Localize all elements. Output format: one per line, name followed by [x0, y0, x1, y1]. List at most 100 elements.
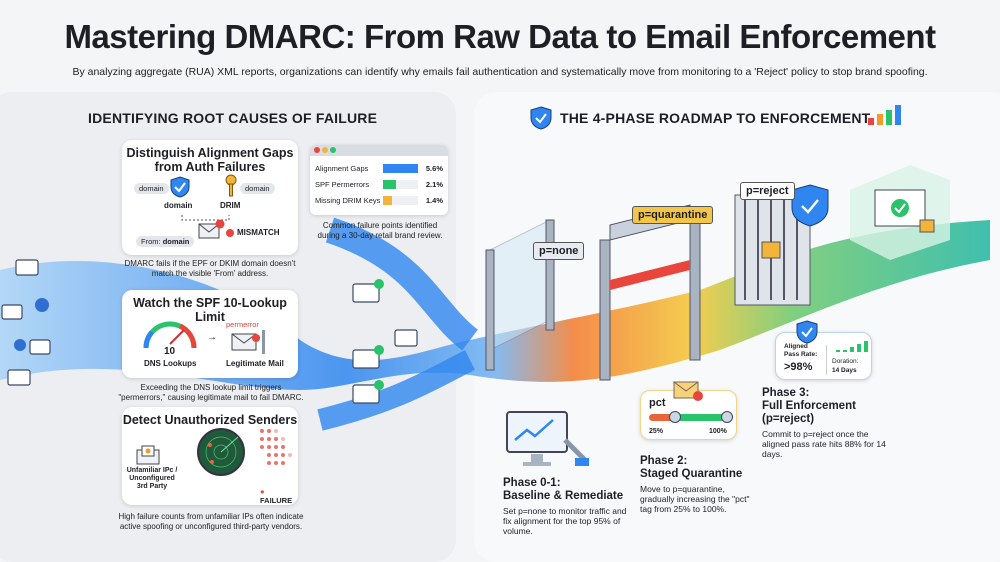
dkim-label: DRIM	[220, 201, 241, 210]
phase-description: Move to p=quarantine, gradually increasi…	[640, 484, 750, 514]
from-address-pill: From: domain	[136, 236, 195, 247]
phase-title: Phase 3:	[762, 387, 810, 399]
pct-handle-min	[669, 411, 681, 423]
signal-bars-icon	[836, 341, 868, 352]
maximize-dot-icon	[330, 147, 336, 153]
spf-lookup-card: Watch the SPF 10-Lookup Limit 10 DNS Loo…	[122, 290, 298, 378]
domain-pill: domain	[240, 183, 275, 194]
p-reject-gate	[734, 184, 829, 306]
phase-subtitle: Baseline & Remediate	[503, 490, 624, 502]
bar-value: 1.4%	[425, 195, 443, 205]
bar-track	[383, 163, 418, 173]
minimize-dot-icon	[322, 147, 328, 153]
card1-caption: DMARC fails if the EPF or DKIM domain do…	[124, 259, 296, 278]
phase-title: Phase 2:	[640, 455, 688, 467]
key-icon	[225, 174, 237, 197]
domain-pill: domain	[134, 183, 169, 194]
mail-label: Legitimate Mail	[226, 359, 284, 368]
phase-3: Phase 3: Full Enforcement (p=reject) Com…	[762, 387, 892, 459]
failure-dot-icon: ●	[260, 487, 265, 496]
phase-subtitle: Staged Quarantine	[640, 468, 743, 480]
bar-value: 5.6%	[425, 163, 443, 173]
left-heading: IDENTIFYING ROOT CAUSES OF FAILURE	[88, 110, 378, 126]
chart-row: SPF Permerrors 2.1%	[315, 176, 443, 192]
divider	[826, 345, 827, 375]
bar-label: Alignment Gaps	[315, 163, 369, 173]
card-title: Detect Unauthorized Senders	[122, 413, 298, 427]
p-quarantine-sign: p=quarantine	[632, 206, 714, 224]
phase-description: Commit to p=reject once the aligned pass…	[762, 429, 886, 459]
p-reject-sign: p=reject	[740, 182, 795, 200]
sender-envelope-icon	[136, 445, 160, 465]
failed-mail-icon	[231, 330, 265, 354]
bar	[383, 179, 397, 189]
permerror-label: permerror	[226, 320, 259, 329]
gauge-icon	[143, 321, 197, 349]
pct-label: pct	[649, 397, 666, 409]
secure-inbox-icon	[850, 165, 950, 260]
mismatch-label: MISMATCH	[237, 228, 280, 237]
phase-description: Set p=none to monitor traffic and fix al…	[503, 506, 627, 536]
pass-rate-value: >98%	[784, 361, 813, 373]
failure-text: FAILURE	[260, 496, 293, 505]
pct-max: 100%	[709, 428, 727, 435]
chart-caption: Common failure points identified during …	[317, 221, 443, 240]
gauge-value: 10	[164, 346, 176, 357]
card2-caption: Exceeding the DNS lookup limit triggers …	[118, 383, 304, 402]
pass-rate-card: Aligned Pass Rate: >98% Doration: 14 Day…	[775, 332, 872, 380]
pct-min: 25%	[649, 428, 664, 435]
pct-handle-max	[721, 411, 733, 423]
bar-label: Missing DRIM Keys	[315, 195, 381, 205]
failure-points-chart: Alignment Gaps 5.6% SPF Permerrors 2.1% Miss…	[310, 145, 448, 215]
card-title: Watch the SPF 10-Lookup Limit	[133, 296, 287, 324]
phase-2: Phase 2: Staged Quarantine Move to p=qua…	[640, 455, 760, 514]
bar-value: 2.1%	[425, 179, 443, 189]
right-heading: THE 4-PHASE ROADMAP TO ENFORCEMENT	[560, 110, 871, 126]
alert-envelope-icon	[673, 381, 703, 401]
phase-title: Phase 0-1:	[503, 477, 561, 489]
gauge-label: DNS Lookups	[144, 359, 197, 368]
sender-label: Unfamiliar IPc / Unconfigured 3rd Party	[126, 467, 178, 490]
spf-domain-label: domain	[164, 201, 193, 210]
monitor-wrench-icon	[506, 411, 589, 466]
page-title: Mastering DMARC: From Raw Data to Email …	[64, 18, 936, 55]
card3-caption: High failure counts from unfamiliar IPs …	[118, 512, 304, 531]
chart-row: Missing DRIM Keys 1.4%	[315, 192, 443, 208]
shield-check-icon	[170, 176, 190, 198]
arrow-right-icon: →	[207, 332, 217, 343]
phase-subtitle-policy: (p=reject)	[762, 413, 815, 425]
bar	[383, 163, 418, 173]
chart-row: Alignment Gaps 5.6%	[315, 160, 443, 176]
alignment-gaps-card: Distinguish Alignment Gaps from Auth Fai…	[122, 140, 298, 255]
unauthorized-senders-card: Detect Unauthorized Senders Unfamiliar I…	[122, 407, 298, 505]
x-circle-icon	[226, 229, 234, 237]
duration-label: Doration:	[832, 358, 859, 365]
failure-dots-icon	[260, 429, 292, 465]
p-quarantine-gate	[599, 204, 701, 381]
failure-label: ● FAILURE	[260, 487, 298, 505]
duration-value: 14 Days	[832, 367, 857, 374]
page-subtitle: By analyzing aggregate (RUA) XML reports…	[72, 66, 928, 78]
bar	[383, 195, 392, 205]
bar-track	[383, 195, 418, 205]
from-domain: domain	[162, 237, 190, 246]
p-none-sign: p=none	[533, 242, 585, 260]
phase-subtitle: Full Enforcement	[762, 400, 856, 412]
email-flow-icons	[352, 279, 418, 404]
shield-check-icon	[796, 320, 818, 344]
shield-check-icon	[530, 106, 552, 130]
bar-chart-icon	[868, 105, 901, 125]
bar-track	[383, 179, 418, 189]
from-label: From:	[141, 237, 161, 246]
pct-slider	[649, 414, 729, 421]
window-titlebar	[310, 145, 448, 156]
incoming-emails-icon	[1, 259, 51, 386]
roadmap-gates	[485, 165, 950, 381]
card-title: Distinguish Alignment Gaps from Auth Fai…	[126, 146, 294, 174]
pass-rate-label: Aligned Pass Rate:	[784, 343, 818, 358]
radar-icon	[197, 428, 245, 476]
bar-label: SPF Permerrors	[315, 179, 370, 189]
envelope-icon	[181, 215, 230, 239]
phase-0-1: Phase 0-1: Baseline & Remediate Set p=no…	[503, 477, 633, 536]
close-dot-icon	[314, 147, 320, 153]
